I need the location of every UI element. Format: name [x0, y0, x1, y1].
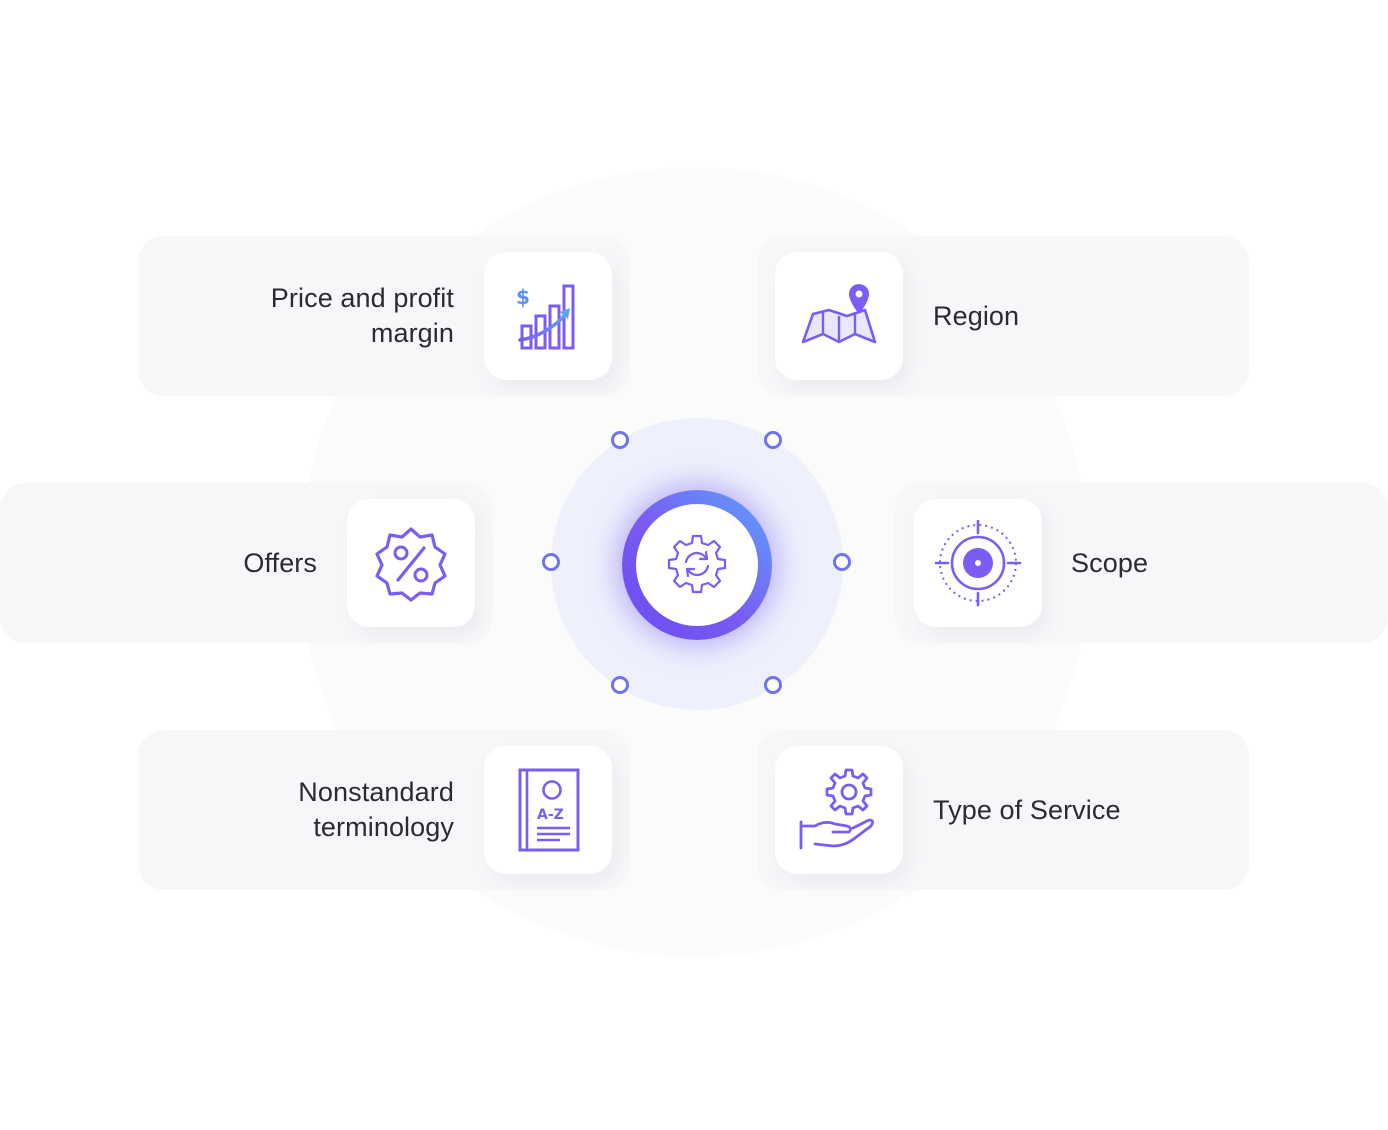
card-type-of-service: Type of Service	[757, 730, 1249, 890]
bar-chart-dollar-icon: $	[516, 284, 575, 350]
card-label: Price and profit margin	[270, 283, 454, 348]
card-label: Offers	[243, 547, 317, 578]
connector-dot	[764, 431, 782, 449]
icon-tile	[347, 499, 475, 627]
map-pin-icon	[801, 284, 877, 344]
gear-cycle-icon	[667, 534, 727, 594]
card-region: Region	[757, 236, 1249, 396]
dictionary-book-icon: A-Z	[518, 768, 580, 852]
svg-text:A-Z: A-Z	[537, 807, 564, 823]
icon-tile: A-Z	[484, 746, 612, 874]
icon-tile	[775, 252, 903, 380]
card-label: Nonstandard terminology	[298, 777, 454, 842]
card-label: Scope	[1071, 547, 1149, 578]
center-hub	[636, 504, 758, 626]
card-label: Region	[933, 300, 1020, 331]
card-nonstandard-terminology: Nonstandard terminology A-Z	[138, 730, 630, 890]
target-icon	[934, 519, 1022, 607]
connector-dot	[764, 676, 782, 694]
percent-badge-icon	[375, 527, 447, 602]
icon-tile	[914, 499, 1042, 627]
icon-tile: $	[484, 252, 612, 380]
icon-tile	[775, 746, 903, 874]
hand-gear-icon	[799, 768, 874, 850]
connector-dot	[611, 676, 629, 694]
card-price-and-profit-margin: Price and profit margin $	[138, 236, 630, 396]
card-scope: Scope	[895, 483, 1388, 643]
card-offers: Offers	[0, 483, 493, 643]
svg-text:$: $	[516, 285, 530, 309]
connector-dot	[833, 553, 851, 571]
card-label: Type of Service	[933, 794, 1121, 825]
connector-dot	[542, 553, 560, 571]
connector-dot	[611, 431, 629, 449]
